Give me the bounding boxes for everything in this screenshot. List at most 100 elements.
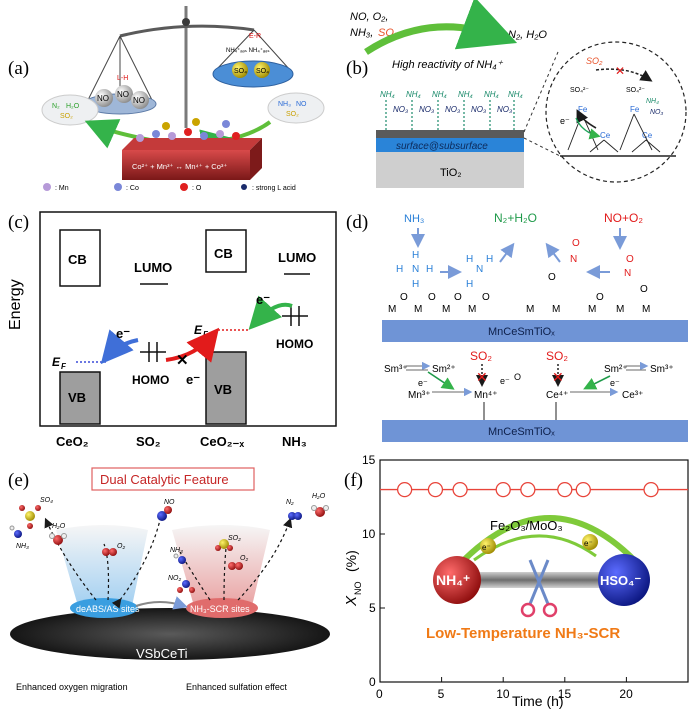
svg-text:NO₃: NO₃ (650, 109, 664, 116)
nh3-adsorbate: H H N H H H N H H (396, 250, 493, 290)
data-point (643, 481, 659, 498)
so4-molecule (232, 62, 248, 78)
svg-text:TiO₂: TiO₂ (440, 167, 462, 179)
svg-text:NH₄: NH₄ (432, 90, 447, 99)
ceo2x-cb-box (205, 229, 247, 273)
vsbceti-disc (10, 608, 330, 660)
svg-text:O: O (514, 372, 521, 382)
svg-text:E: E (52, 355, 61, 369)
svg-text:Ce³⁺: Ce³⁺ (622, 390, 643, 401)
right-funnel (172, 525, 270, 609)
panel-b: (b) NO, O₂, NH₃, SO₂ N₂, H₂O High reacti… (346, 0, 687, 188)
svg-text:H: H (466, 254, 473, 265)
product-text: N₂, H₂O (508, 29, 547, 41)
deabs-site-label: deABS/AS sites (76, 604, 140, 614)
nh4-sphere-label: NH₄⁺ (436, 572, 470, 588)
d-step-arrow-3 (545, 242, 561, 263)
cube-front (122, 150, 250, 180)
svg-text:M: M (552, 304, 560, 315)
svg-text:(%): (%) (343, 550, 359, 572)
data-point (396, 481, 413, 498)
d-no-o2-label: NO+O₂ (604, 211, 643, 225)
d-products-label: N₂+H₂O (494, 211, 537, 225)
svg-text:surface@subsurface: surface@subsurface (396, 141, 488, 152)
svg-text:H: H (412, 250, 419, 261)
svg-text:e⁻: e⁻ (256, 292, 270, 307)
nh3-lumo-label: LUMO (278, 250, 316, 265)
o-legend-marker (180, 183, 188, 191)
svg-text:M: M (642, 304, 650, 315)
svg-text:NH₄: NH₄ (646, 98, 659, 105)
acid-legend-marker (241, 184, 247, 190)
svg-text:N₂: N₂ (286, 499, 294, 506)
ceo2-vb-box (59, 371, 101, 425)
x-label-ceo2: CeO₂ (56, 434, 89, 449)
low-temp-caption: Low-Temperature NH₃-SCR (426, 625, 620, 642)
svg-text:NO: NO (164, 499, 175, 506)
reactant-text: NO, O₂, (350, 11, 388, 23)
x-tick-label: 10 (496, 687, 510, 701)
surface-atoms (136, 118, 240, 142)
svg-text:N: N (570, 254, 577, 265)
plot-frame (379, 459, 689, 683)
y-tick-label: 5 (369, 601, 376, 615)
surface-top-layer (376, 130, 524, 138)
svg-text:NO: NO (97, 94, 109, 103)
reactivity-text: High reactivity of NH₄⁺ (392, 59, 504, 71)
nh4-dash-links (385, 100, 515, 130)
cube-top (122, 138, 262, 150)
svg-text:SO₄: SO₄ (256, 68, 269, 75)
block-cross: ✕ (615, 64, 625, 78)
svg-text:Sm³⁺: Sm³⁺ (650, 364, 674, 375)
svg-text:Ce: Ce (600, 131, 611, 140)
catalyst-label: Fe₂O₃/MoO₃ (490, 518, 563, 533)
x-tick-label: 5 (438, 687, 445, 701)
panel-label-a: (a) (8, 58, 29, 79)
data-point (557, 481, 573, 498)
svg-text:NH₃: NH₃ (170, 547, 183, 554)
svg-text:NO₂: NO₂ (168, 575, 182, 582)
svg-text:Sm³⁺: Sm³⁺ (384, 364, 408, 375)
svg-text:O: O (640, 284, 648, 295)
tio2-substrate (376, 152, 524, 188)
surface-subsurface-layer (376, 138, 524, 152)
svg-text:NO: NO (353, 582, 363, 596)
y-tick-label: 0 (369, 675, 376, 689)
svg-text:VB: VB (214, 382, 232, 397)
reactivity-arc (364, 0, 518, 55)
electron-sphere-left (480, 538, 496, 554)
so2-lumo-label: LUMO (134, 260, 172, 275)
dual-feature-title-box (91, 467, 255, 491)
nh4-sphere (433, 556, 481, 604)
svg-text:: strong L acid: : strong L acid (252, 185, 296, 192)
svg-text:HOMO: HOMO (132, 373, 169, 387)
oxygen-migration-caption: Enhanced oxygen migration (16, 682, 128, 692)
sulfation-caption: Enhanced sulfation effect (186, 682, 287, 692)
svg-text:N₂: N₂ (52, 103, 60, 110)
svg-text:e⁻: e⁻ (418, 378, 428, 388)
panel-label-c: (c) (8, 212, 29, 233)
svg-text:NO₃: NO₃ (497, 105, 512, 114)
svg-text:N: N (624, 268, 631, 279)
svg-text:MnCeSmTiOₓ: MnCeSmTiOₓ (488, 426, 555, 438)
data-point (427, 481, 444, 498)
svg-text:O: O (548, 272, 556, 283)
er-label: E-R (249, 33, 261, 40)
d-so2-left: SO₂ (470, 349, 492, 363)
blocked-cross: ✕ (176, 352, 189, 369)
panel-a: (a) L-H NO NO NO E-R NH₄⁺ₐₔₛ NH₄⁺ₐₔₛ SO₄… (8, 6, 325, 192)
balance-pivot (182, 18, 190, 26)
panel-c: (c) Energy CB VB CB VB LUMO LUMO HOMO HO… (7, 211, 337, 449)
panel-e: (e) Dual Catalytic Feature VSbCeTi deABS… (8, 467, 330, 692)
right-gas-cloud (267, 92, 325, 124)
svg-text:O: O (596, 292, 604, 303)
o2-molecule-right: O₂ (228, 555, 248, 570)
svg-text:F: F (61, 362, 67, 371)
right-pan (212, 60, 294, 88)
x-label-so2: SO₂ (136, 434, 161, 449)
svg-text:NH₃: NH₃ (278, 101, 291, 108)
d-so2-right: SO₂ (546, 349, 568, 363)
panel-label-b: (b) (346, 58, 368, 79)
svg-text:NH₄: NH₄ (406, 90, 421, 99)
